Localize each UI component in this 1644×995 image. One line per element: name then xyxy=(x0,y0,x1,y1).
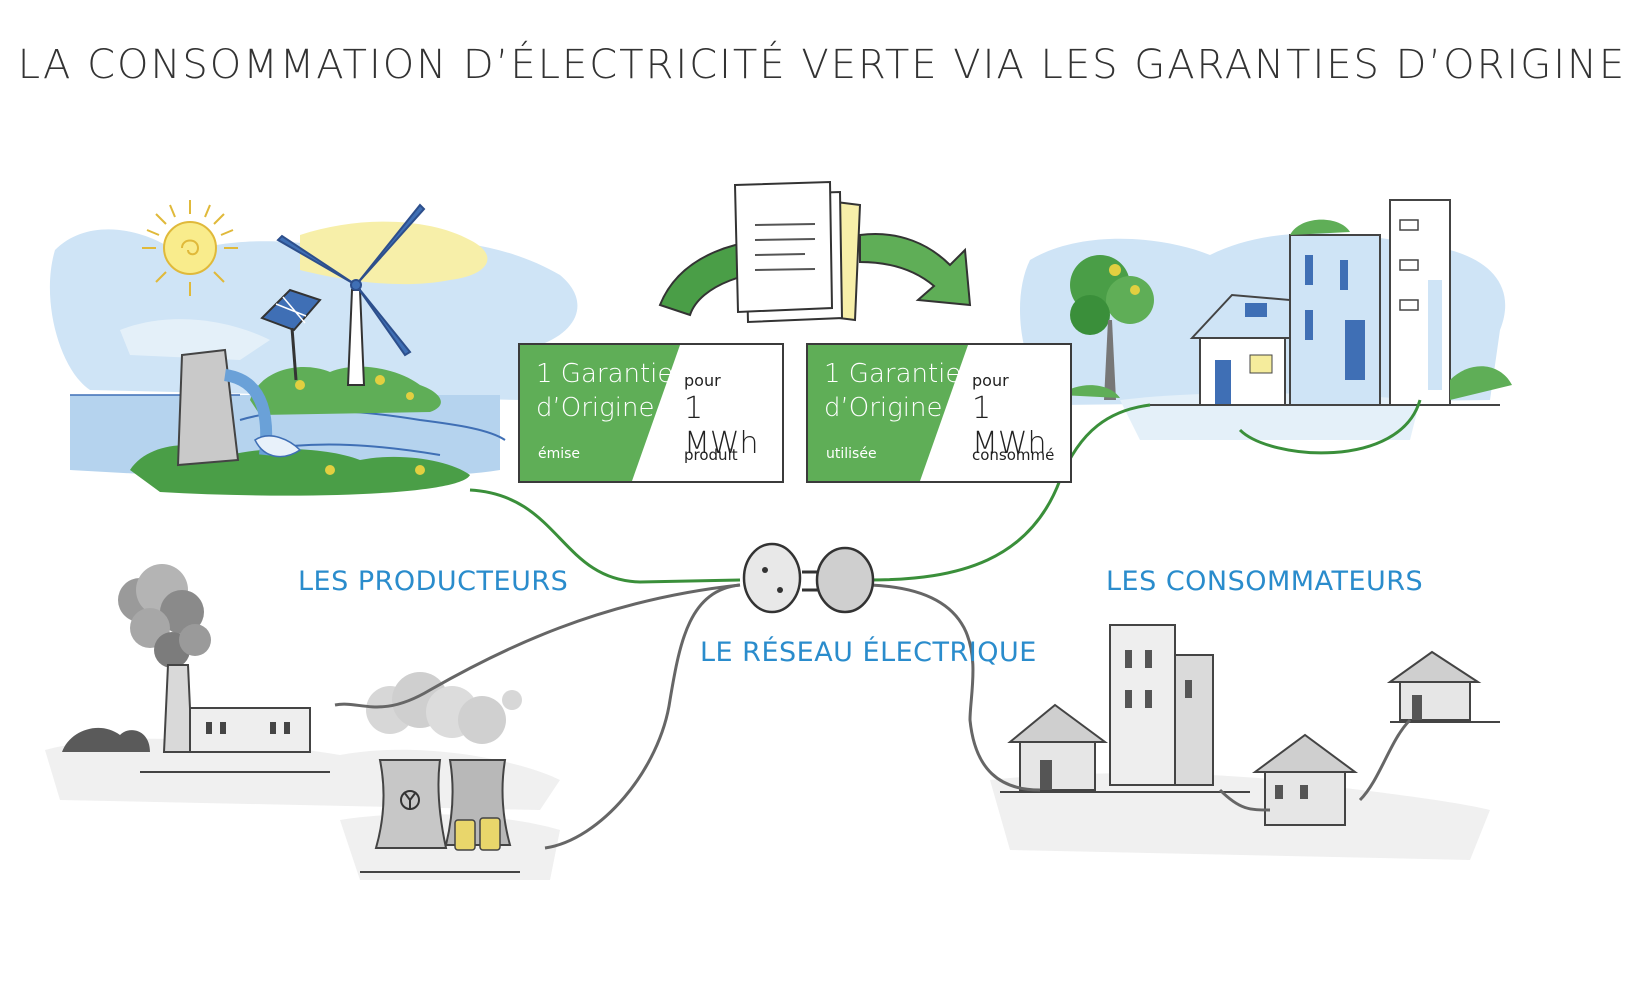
card-status: utilisée xyxy=(826,446,877,462)
factory-icon xyxy=(62,564,311,753)
card-green-panel xyxy=(808,345,968,481)
house-icon xyxy=(1007,703,1109,791)
label-producers: LES PRODUCTEURS xyxy=(298,566,569,597)
card-title-line2: d’Origine xyxy=(824,393,943,423)
house-icon xyxy=(1386,650,1482,721)
label-consumers: LES CONSOMMATEURS xyxy=(1106,566,1424,597)
building-icon xyxy=(1289,199,1512,406)
card-action: produit xyxy=(684,446,738,464)
card-pour: pour xyxy=(972,371,1009,390)
card-title: 1 Garantie d’Origine xyxy=(824,357,961,425)
dam-icon xyxy=(176,348,302,467)
page-title: LA CONSOMMATION D’ÉLECTRICITÉ VERTE VIA … xyxy=(17,42,1627,88)
card-amount: 1 MWh xyxy=(972,391,1047,461)
document-icon xyxy=(733,180,862,324)
card-title-line1: 1 Garantie xyxy=(536,359,674,389)
tree-icon xyxy=(1060,255,1154,400)
barrel-icon xyxy=(454,817,501,851)
green-producers-scene xyxy=(49,200,578,496)
guarantee-card-issued: 1 Garantie d’Origine émise pour 1 MWh pr… xyxy=(518,343,784,483)
grey-producers-scene xyxy=(45,564,560,880)
green-consumers-scene xyxy=(1020,199,1512,440)
card-green-panel xyxy=(520,345,680,481)
card-title: 1 Garantie d’Origine xyxy=(536,357,673,425)
sun-icon xyxy=(142,200,238,296)
guarantee-card-used: 1 Garantie d’Origine utilisée pour 1 MWh… xyxy=(806,343,1072,483)
building-icon xyxy=(1109,624,1214,786)
card-title-line2: d’Origine xyxy=(536,393,655,423)
plug-icon xyxy=(802,546,875,614)
solar-panel-icon xyxy=(260,288,322,381)
house-icon xyxy=(1251,733,1359,826)
card-action: consommé xyxy=(972,446,1055,464)
card-status: émise xyxy=(538,446,581,462)
wind-turbine-icon xyxy=(276,203,426,386)
house-icon xyxy=(1189,293,1294,406)
cables xyxy=(334,399,1422,850)
card-amount: 1 MWh xyxy=(684,391,759,461)
label-grid: LE RÉSEAU ÉLECTRIQUE xyxy=(700,637,1037,668)
socket-icon xyxy=(742,542,802,614)
grey-consumers-scene xyxy=(990,624,1500,860)
card-pour: pour xyxy=(684,371,721,390)
card-title-line1: 1 Garantie xyxy=(824,359,962,389)
